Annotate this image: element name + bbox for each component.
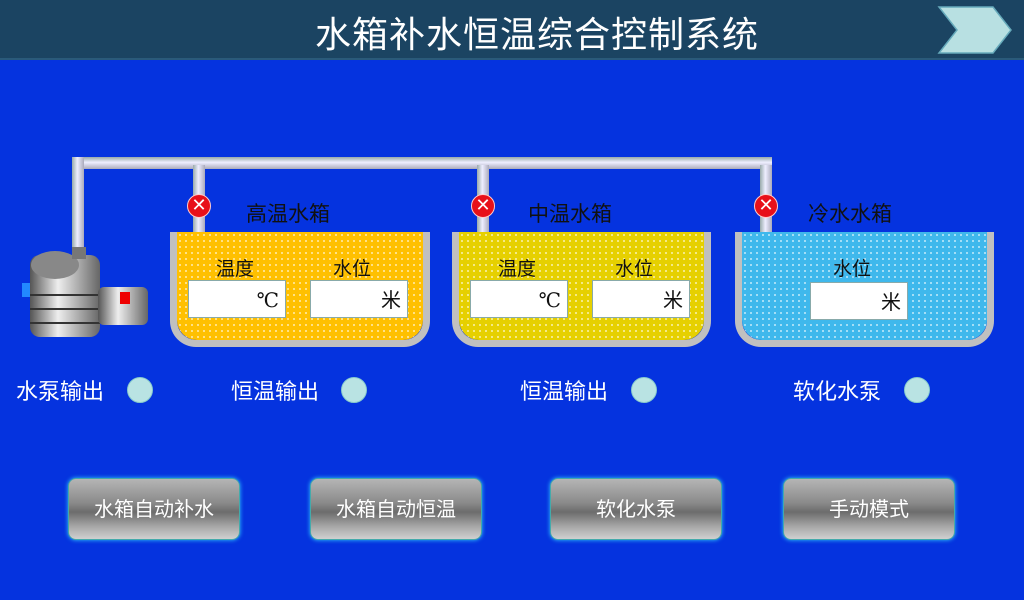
level-label: 水位 [333,258,372,280]
status-label: 恒温输出 [520,380,609,405]
level-input[interactable]: 米 [810,282,908,320]
level-label: 水位 [833,258,872,280]
valve-icon[interactable]: ✕ [471,194,495,218]
status-indicator [127,377,153,403]
auto-refill-button[interactable]: 水箱自动补水 [68,478,240,540]
valve-icon[interactable]: ✕ [754,194,778,218]
page-title: 水箱补水恒温综合控制系统 [314,15,759,56]
temp-label: 温度 [498,258,537,280]
status-label: 水泵输出 [16,380,105,405]
manual-mode-button[interactable]: 手动模式 [783,478,955,540]
pump-icon [22,247,148,337]
status-indicator [631,377,657,403]
status-label: 软化水泵 [793,380,882,405]
temp-input[interactable]: ℃ [188,280,286,318]
status-label: 恒温输出 [231,380,320,405]
tank-title: 冷水水箱 [808,202,892,226]
status-indicator [904,377,930,403]
chevron-right-icon[interactable] [937,5,1013,55]
tank-cold [735,232,994,347]
pipe-pump [72,157,84,252]
status-indicator [341,377,367,403]
temp-label: 温度 [216,258,255,280]
softener-pump-button[interactable]: 软化水泵 [550,478,722,540]
header-bar [0,0,1024,60]
tank-title: 高温水箱 [246,202,330,226]
pipe-main [72,157,772,169]
level-input[interactable]: 米 [592,280,690,318]
valve-icon[interactable]: ✕ [187,194,211,218]
auto-thermostat-button[interactable]: 水箱自动恒温 [310,478,482,540]
level-label: 水位 [615,258,654,280]
temp-input[interactable]: ℃ [470,280,568,318]
level-input[interactable]: 米 [310,280,408,318]
tank-title: 中温水箱 [528,202,612,226]
